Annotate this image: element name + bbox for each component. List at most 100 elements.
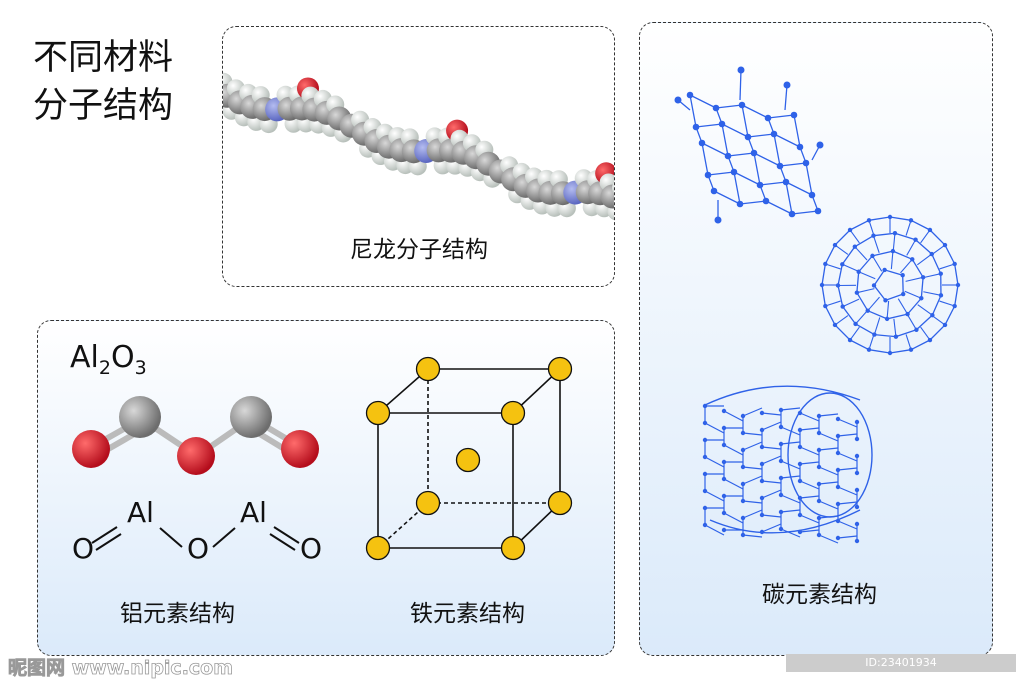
carbon-atom xyxy=(675,97,681,103)
carbon-atom xyxy=(693,124,699,130)
carbon-atom xyxy=(803,160,809,166)
carbon-atom xyxy=(779,442,783,446)
iron-atom xyxy=(549,358,572,381)
carbon-atom xyxy=(840,262,844,266)
carbon-atom xyxy=(798,479,802,483)
carbon-atom xyxy=(722,477,726,481)
iron-atom xyxy=(549,492,572,515)
carbon-atom xyxy=(798,462,802,466)
carbon-atom xyxy=(836,451,840,455)
carbon-atom xyxy=(703,438,707,442)
carbon-atom xyxy=(725,153,731,159)
carbon-atom xyxy=(739,102,745,108)
carbon-atom xyxy=(741,431,745,435)
carbon-atom xyxy=(779,459,783,463)
aluminum-label: 铝元素结构 xyxy=(120,594,235,628)
carbon-atom xyxy=(798,445,802,449)
carbon-atom xyxy=(817,499,821,503)
nylon-molecule xyxy=(202,65,638,226)
diamond-lattice xyxy=(675,67,823,223)
carbon-label: 碳元素结构 xyxy=(762,575,877,609)
carbon-atom xyxy=(798,411,802,415)
oxygen-atom xyxy=(177,437,215,475)
o-atom-label: O xyxy=(300,532,322,565)
carbon-atom xyxy=(789,211,795,217)
iron-bcc-cell xyxy=(367,358,572,560)
carbon-atom xyxy=(883,298,887,302)
carbon-atom xyxy=(836,417,840,421)
carbon-atom xyxy=(791,112,797,118)
carbon-atom xyxy=(703,523,707,527)
carbon-atom xyxy=(703,472,707,476)
carbon-atom xyxy=(779,493,783,497)
carbon-atom xyxy=(741,482,745,486)
hydrogen-atom xyxy=(202,65,220,83)
o-atom-label: O xyxy=(72,532,94,565)
carbon-atom xyxy=(817,414,821,418)
carbon-atom xyxy=(817,465,821,469)
carbon-atom xyxy=(798,428,802,432)
al-atom-label: Al xyxy=(240,496,267,529)
carbon-atom xyxy=(713,105,719,111)
iron-atom xyxy=(367,537,390,560)
carbon-atom xyxy=(722,528,726,532)
carbon-atom xyxy=(779,408,783,412)
al2o3-ball-model xyxy=(72,396,319,475)
carbon-nanotube xyxy=(703,386,872,543)
iron-atom-center xyxy=(457,449,480,472)
iron-label: 铁元素结构 xyxy=(410,594,525,628)
iron-atom xyxy=(367,402,390,425)
carbon-atom xyxy=(751,150,757,156)
carbon-atom xyxy=(760,479,764,483)
carbon-atom xyxy=(741,499,745,503)
carbon-atom xyxy=(809,192,815,198)
al-atom-label: Al xyxy=(127,496,154,529)
carbon-atom xyxy=(797,144,803,150)
carbon-atom xyxy=(817,516,821,520)
carbon-atom xyxy=(817,431,821,435)
fullerene-c60 xyxy=(820,215,960,355)
carbon-atom xyxy=(741,533,745,537)
carbon-atom xyxy=(817,482,821,486)
oxygen-atom xyxy=(72,430,110,468)
iron-atom xyxy=(502,402,525,425)
carbon-atom xyxy=(900,273,904,277)
carbon-atom xyxy=(798,513,802,517)
carbon-atom xyxy=(855,488,859,492)
carbon-atom xyxy=(741,516,745,520)
carbon-atom xyxy=(855,522,859,526)
carbon-atom xyxy=(855,505,859,509)
iron-atom xyxy=(417,492,440,515)
carbon-atom xyxy=(699,140,705,146)
al2o3-formula: Al2O3 xyxy=(70,340,147,379)
carbon-atom xyxy=(779,527,783,531)
carbon-atom xyxy=(719,121,725,127)
carbon-atom xyxy=(836,502,840,506)
carbon-atom xyxy=(760,445,764,449)
carbon-atom xyxy=(817,448,821,452)
hydrogen-atom xyxy=(620,208,638,226)
carbon-atom xyxy=(760,428,764,432)
carbon-atom xyxy=(855,454,859,458)
watermark-site: 昵图网 www.nipic.com xyxy=(8,653,233,680)
carbon-atom xyxy=(741,414,745,418)
aluminum-atom xyxy=(119,396,161,438)
aluminum-atom xyxy=(230,396,272,438)
carbon-atom xyxy=(722,409,726,413)
carbon-atom xyxy=(771,131,777,137)
carbon-atom xyxy=(737,201,743,207)
nylon-label: 尼龙分子结构 xyxy=(350,230,488,264)
carbon-atom xyxy=(703,455,707,459)
oxygen-atom xyxy=(281,430,319,468)
carbon-atom xyxy=(836,434,840,438)
carbon-atom xyxy=(741,448,745,452)
carbon-atom xyxy=(817,142,823,148)
carbon-atom xyxy=(882,268,886,272)
carbon-atom xyxy=(613,190,637,214)
carbon-atom xyxy=(703,421,707,425)
carbon-atom xyxy=(703,489,707,493)
carbon-atom xyxy=(777,163,783,169)
carbon-atom xyxy=(855,471,859,475)
carbon-atom xyxy=(872,283,876,287)
carbon-atom xyxy=(687,92,693,98)
